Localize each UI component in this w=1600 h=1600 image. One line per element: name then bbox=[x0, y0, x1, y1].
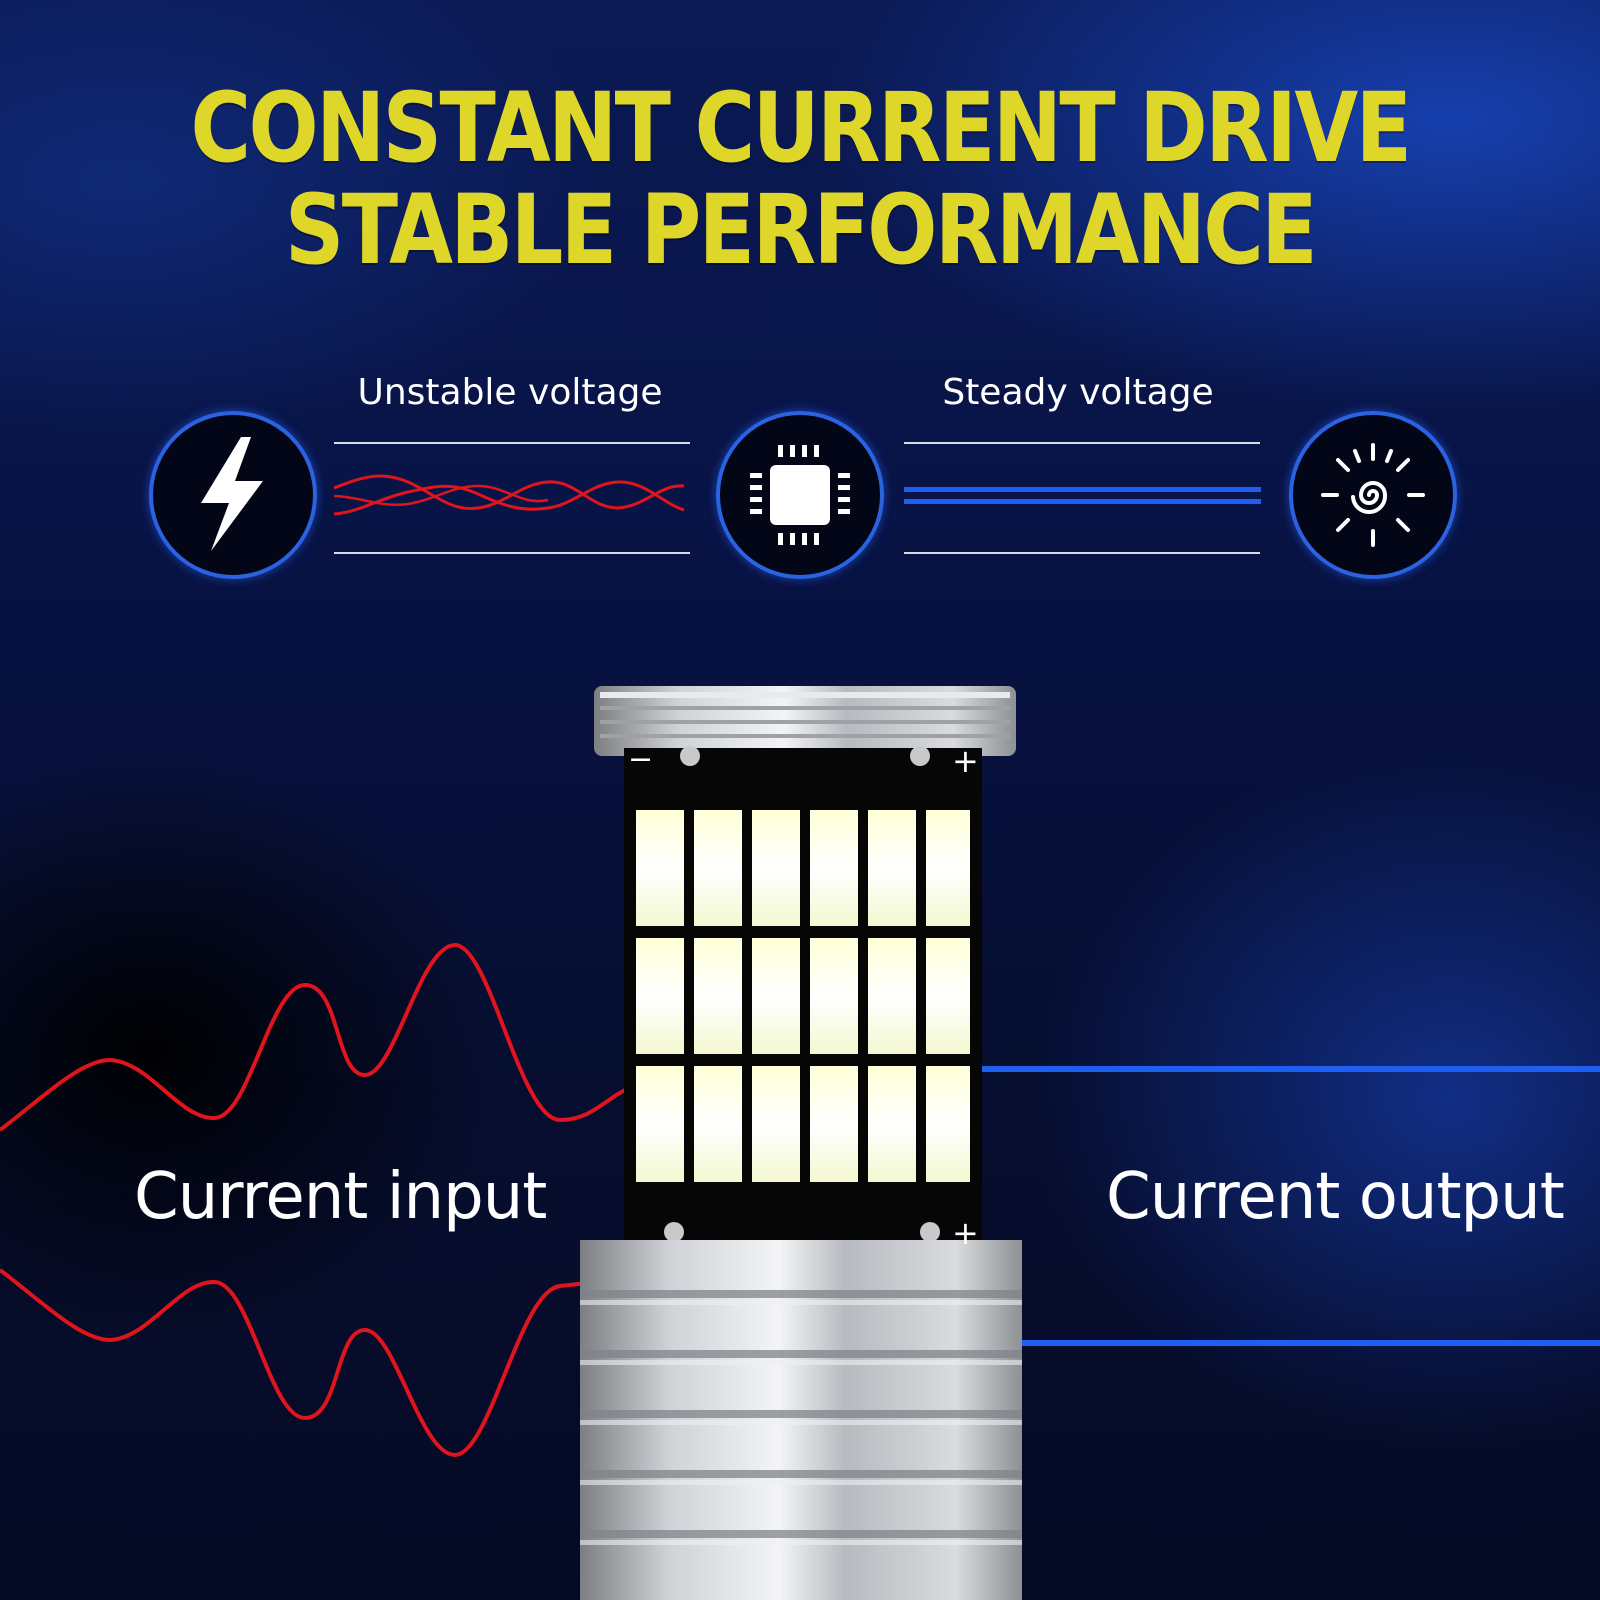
chip-icon bbox=[750, 445, 850, 545]
pcb-minus-sign: − bbox=[628, 742, 654, 777]
current-input-label: Current input bbox=[134, 1160, 547, 1234]
unstable-bottom-rule bbox=[334, 552, 690, 554]
pcb-plus-sign-top: + bbox=[952, 742, 979, 780]
steady-top-rule bbox=[904, 442, 1260, 444]
unstable-voltage-label: Unstable voltage bbox=[357, 372, 663, 413]
current-output-label: Current output bbox=[1106, 1160, 1565, 1234]
lightning-circle bbox=[149, 411, 317, 579]
unstable-top-rule bbox=[334, 442, 690, 444]
chip-circle bbox=[716, 411, 884, 579]
sun-circle bbox=[1289, 411, 1457, 579]
steady-voltage-label: Steady voltage bbox=[942, 372, 1214, 413]
steady-bottom-rule bbox=[904, 552, 1260, 554]
lightning-icon bbox=[201, 437, 263, 551]
headline-line-1: CONSTANT CURRENT DRIVE bbox=[190, 72, 1413, 184]
pcb-plus-sign-bottom: + bbox=[952, 1214, 979, 1252]
sun-icon bbox=[1321, 443, 1425, 547]
headline-line-2: STABLE PERFORMANCE bbox=[284, 174, 1318, 286]
